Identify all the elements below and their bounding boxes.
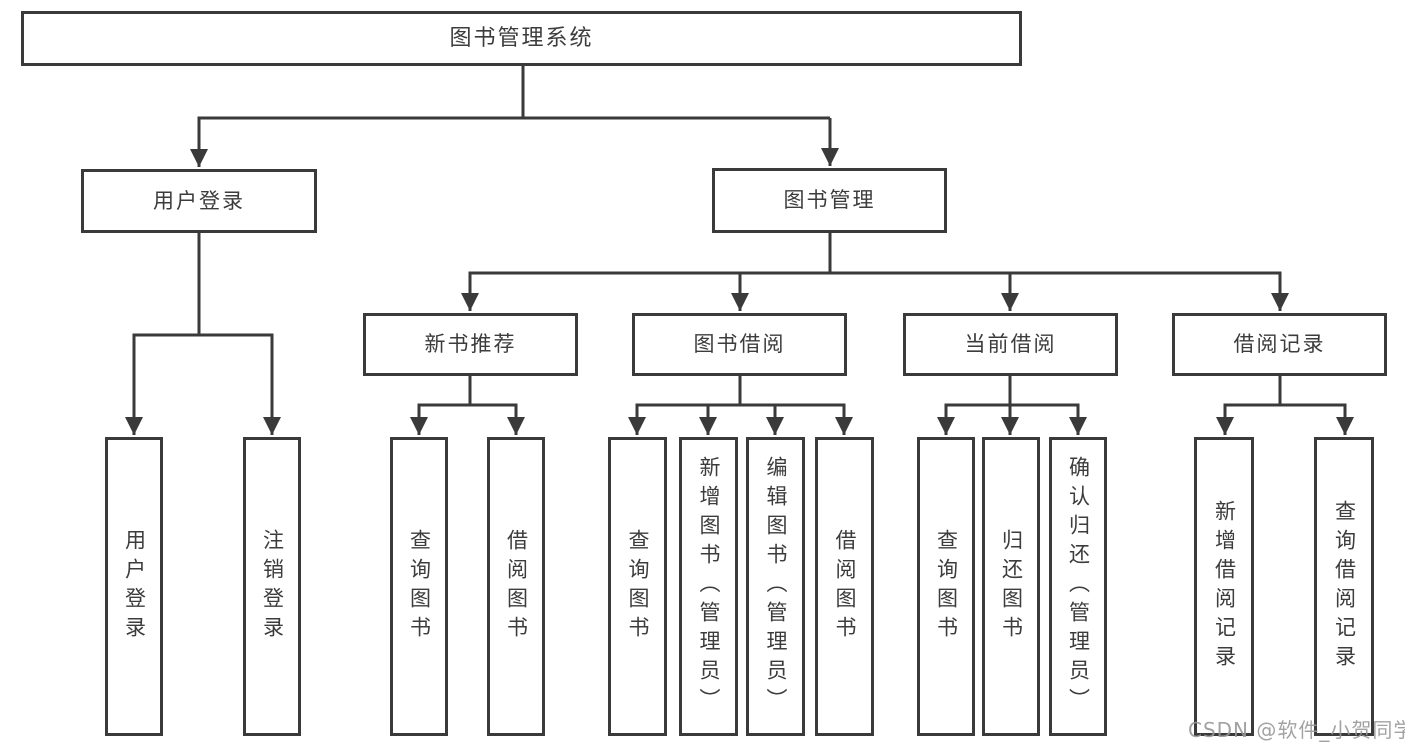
node-label: 新增借阅记录 (1212, 499, 1237, 674)
node-new-book-recommend: 新书推荐 (363, 313, 578, 376)
node-user-login: 用户登录 (81, 169, 317, 233)
leaf-add-books-admin: 新增图书（管理员） (679, 437, 738, 736)
node-label: 用户登录 (122, 528, 147, 645)
node-label: 编辑图书（管理员） (764, 456, 788, 717)
leaf-user-login: 用户登录 (105, 437, 163, 736)
node-label: 图书借阅 (693, 332, 786, 356)
leaf-query-borrow-record: 查询借阅记录 (1314, 437, 1374, 736)
csdn-watermark: CSDN @软件_小贺同学 (1188, 718, 1405, 742)
node-label: 查询借阅记录 (1332, 499, 1357, 674)
leaf-confirm-return-admin: 确认归还（管理员） (1049, 437, 1107, 736)
node-label: 新增图书（管理员） (697, 456, 721, 717)
node-label: 查询图书 (934, 528, 959, 645)
node-label: 用户登录 (153, 188, 245, 213)
node-current-borrow: 当前借阅 (903, 313, 1118, 376)
node-label: 图书管理系统 (449, 25, 594, 51)
leaf-borrow-books: 借阅图书 (815, 437, 874, 736)
node-label: 新书推荐 (424, 332, 517, 356)
leaf-query-books-borrow: 查询图书 (608, 437, 667, 736)
node-label: 查询图书 (626, 528, 650, 645)
node-label: 归还图书 (999, 528, 1024, 645)
node-label: 查询图书 (407, 528, 432, 645)
node-library-system: 图书管理系统 (21, 11, 1022, 66)
node-book-borrow: 图书借阅 (632, 313, 847, 376)
node-book-management: 图书管理 (712, 168, 947, 233)
leaf-query-books-current: 查询图书 (917, 437, 975, 736)
node-label: 借阅图书 (833, 528, 857, 645)
node-borrow-records: 借阅记录 (1172, 313, 1387, 376)
leaf-borrow-books-recommend: 借阅图书 (487, 437, 545, 736)
leaf-return-books: 归还图书 (982, 437, 1040, 736)
leaf-query-books-recommend: 查询图书 (390, 437, 448, 736)
leaf-edit-books-admin: 编辑图书（管理员） (746, 437, 805, 736)
node-label: 借阅记录 (1233, 332, 1326, 356)
node-label: 当前借阅 (964, 332, 1057, 356)
node-label: 注销登录 (260, 528, 285, 645)
node-label: 确认归还（管理员） (1066, 456, 1091, 717)
node-label: 借阅图书 (504, 528, 529, 645)
node-label: 图书管理 (783, 188, 876, 212)
leaf-add-borrow-record: 新增借阅记录 (1194, 437, 1254, 736)
leaf-logout: 注销登录 (243, 437, 301, 736)
